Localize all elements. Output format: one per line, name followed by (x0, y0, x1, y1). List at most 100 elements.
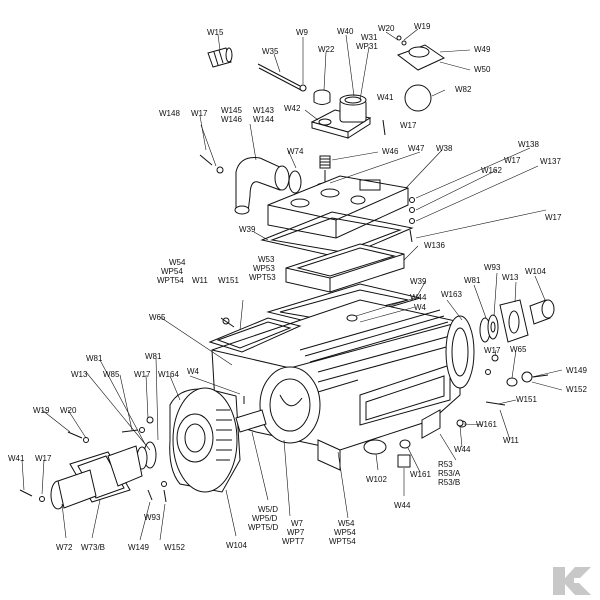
label-w17-d: W17 (545, 213, 562, 222)
label-w44-bottom: W44 (394, 501, 411, 510)
rotor-shaft-part (235, 396, 267, 433)
rod-part (257, 63, 302, 91)
label-w81-left: W81 (86, 354, 103, 363)
label-w81-right: W81 (464, 276, 481, 285)
label-w50: W50 (474, 65, 491, 74)
label-wpt53: WPT53 (249, 273, 276, 282)
label-w15: W15 (207, 28, 224, 37)
label-w17-e: W17 (484, 346, 501, 355)
plug-part (313, 89, 331, 105)
label-w47: W47 (408, 144, 425, 153)
label-w54-a: W54 (169, 258, 186, 267)
cover-plate-part (285, 243, 405, 293)
label-wp53: WP53 (253, 264, 275, 273)
label-w136: W136 (424, 241, 445, 250)
drain-cap-part (363, 439, 387, 455)
label-w144: W144 (253, 115, 274, 124)
label-w42: W42 (284, 104, 301, 113)
label-w44-right: W44 (454, 445, 471, 454)
label-w164: W164 (158, 370, 179, 379)
label-wp54-a: WP54 (161, 267, 183, 276)
bolt-left-part (67, 431, 83, 439)
label-wpt5d: WPT5/D (248, 523, 278, 532)
label-wpt54-a: WPT54 (157, 276, 184, 285)
label-w65-right: W65 (510, 345, 527, 354)
drain-plug-part (397, 454, 411, 468)
label-w152-right: W152 (566, 385, 587, 394)
label-w152-left: W152 (164, 543, 185, 552)
label-wp5d: WP5/D (252, 514, 278, 523)
label-wp7: WP7 (287, 528, 305, 537)
washer-part (299, 84, 307, 92)
label-w93-right: W93 (484, 263, 501, 272)
label-w17-g: W17 (35, 454, 52, 463)
end-cap-right-part (529, 299, 555, 325)
label-wpt7: WPT7 (282, 537, 305, 546)
label-w35: W35 (262, 47, 279, 56)
label-w149-left: W149 (128, 543, 149, 552)
label-w11-top: W11 (192, 276, 208, 285)
label-w11-right: W11 (503, 436, 519, 445)
label-w145: W145 (221, 106, 242, 115)
label-w7: W7 (291, 519, 304, 528)
label-w138: W138 (518, 140, 539, 149)
bearing-ring-part (479, 314, 499, 343)
label-w19-left: W19 (33, 406, 50, 415)
label-wp54-b: WP54 (334, 528, 356, 537)
sight-plug-part (506, 377, 518, 387)
bearing-flange-part (499, 299, 529, 343)
label-w149-right: W149 (566, 366, 587, 375)
label-w104-bottom: W104 (226, 541, 247, 550)
seal-plate-part (208, 317, 302, 353)
label-w65-left: W65 (149, 313, 166, 322)
leader-lines (21, 28, 563, 541)
drive-flange-part (50, 445, 143, 510)
label-w85: W85 (103, 370, 120, 379)
label-w53: W53 (258, 255, 275, 264)
label-w38: W38 (436, 144, 453, 153)
label-w146: W146 (221, 115, 242, 124)
label-w148: W148 (159, 109, 180, 118)
label-w17-a: W17 (191, 109, 208, 118)
bolt-part (199, 154, 224, 174)
label-w163: W163 (441, 290, 462, 299)
label-w44-top: W44 (410, 293, 427, 302)
label-r53: R53 (438, 460, 453, 469)
label-w4-top: W4 (414, 303, 427, 312)
label-w19-top: W19 (414, 22, 431, 31)
label-w9: W9 (296, 28, 309, 37)
label-w22: W22 (318, 45, 335, 54)
label-r53b: R53/B (438, 478, 460, 487)
label-w151-right: W151 (516, 395, 537, 404)
label-w4-left: W4 (187, 367, 200, 376)
label-w31: W31 (361, 33, 378, 42)
label-w104-right: W104 (525, 267, 546, 276)
label-w74: W74 (287, 147, 304, 156)
sleeve-part (207, 47, 233, 68)
label-w161-right: W161 (476, 420, 497, 429)
label-w81-mid: W81 (145, 352, 162, 361)
label-w162: W162 (481, 166, 502, 175)
label-w46: W46 (382, 147, 399, 156)
elbow-fitting-part (234, 157, 302, 215)
label-w40: W40 (337, 27, 354, 36)
end-cover-left-part (169, 387, 241, 493)
label-r53a: R53/A (438, 469, 461, 478)
screw-set-part (409, 197, 415, 243)
end-cover-right-part (445, 315, 475, 389)
label-w17-b: W17 (400, 121, 417, 130)
part-labels: W15 W35 W9 W22 W40 W31 WP31 W20 W19 W49 … (8, 22, 587, 552)
pressure-flange-part (310, 94, 372, 139)
label-w143: W143 (253, 106, 274, 115)
valve-cap-part (396, 35, 446, 71)
spring-part (319, 155, 331, 169)
screw-part (382, 119, 386, 136)
gasket-part (260, 211, 414, 259)
label-w102: W102 (366, 475, 387, 484)
label-w93-left: W93 (144, 513, 161, 522)
label-w72: W72 (56, 543, 73, 552)
label-w17-f: W17 (134, 370, 151, 379)
valve-block-part (267, 175, 409, 239)
